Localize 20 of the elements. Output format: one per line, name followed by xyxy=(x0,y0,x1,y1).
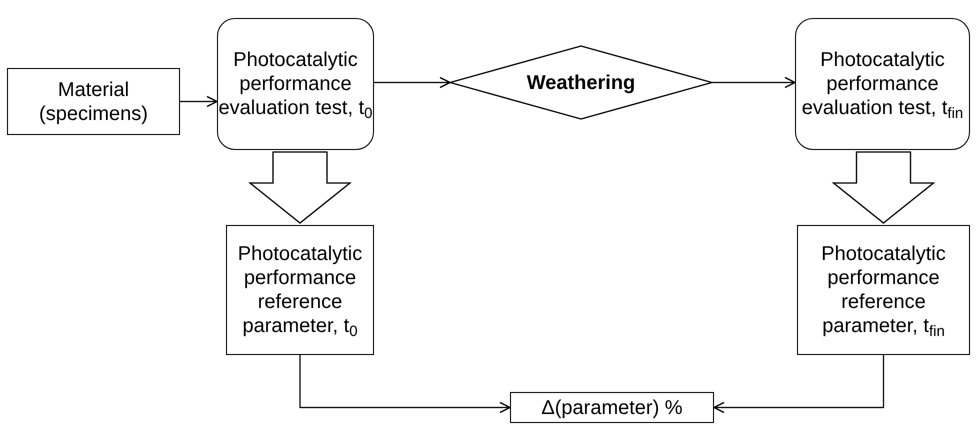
box-text: Photocatalytic performance evaluation test, t$_{0}$ xyxy=(218,48,373,120)
arrow xyxy=(374,76,451,88)
arrow xyxy=(299,355,511,414)
arrow xyxy=(712,76,796,88)
box-text: Photocatalytic performance reference parameter, t$_{0}$ xyxy=(236,242,364,338)
process-box xyxy=(795,18,970,150)
hollow-arrow xyxy=(832,151,936,224)
process-box xyxy=(797,225,970,355)
box-text: Material (specimens) xyxy=(38,78,149,126)
process-box xyxy=(217,18,374,150)
arrow xyxy=(713,355,884,414)
arrow xyxy=(180,96,218,108)
process-box xyxy=(226,225,374,355)
box-text: Weathering xyxy=(526,70,636,94)
process-box xyxy=(7,68,180,135)
hollow-arrow xyxy=(248,151,352,224)
box-text: Δ(parameter) % xyxy=(541,396,683,420)
box-text: Photocatalytic performance reference parameter, t$_{fin}$ xyxy=(820,242,947,338)
process-box xyxy=(510,392,714,423)
box-text: Photocatalytic performance evaluation test, t$_{fin}$ xyxy=(800,48,964,120)
